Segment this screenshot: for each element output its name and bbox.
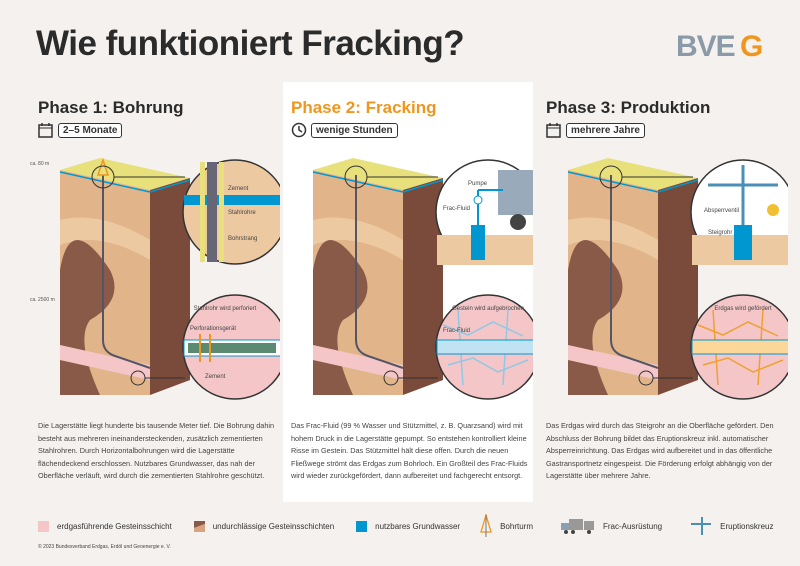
- phase-description: Das Frac-Fluid (99 % Wasser und Stützmit…: [291, 421, 528, 481]
- gas-flow-detail-circle: Erdgas wird gefördert: [690, 294, 788, 400]
- bveg-logo: BVE G: [676, 30, 763, 60]
- duration-label: 2–5 Monate: [58, 122, 123, 138]
- page-title: Wie funktioniert Fracking?: [36, 24, 465, 63]
- fracture-detail-circle: Gestein wird aufgebrochen Frac-Fluid: [435, 294, 533, 400]
- duration-badge: wenige Stunden: [291, 122, 398, 138]
- casing-detail-circle: Zement Stahlrohre Bohrstrang: [182, 159, 280, 265]
- phase-title: Phase 3: Produktion: [546, 98, 711, 117]
- svg-text:Pumpe: Pumpe: [468, 181, 488, 187]
- wellhead-cross-icon: [691, 517, 712, 535]
- duration-label: wenige Stunden: [311, 122, 398, 138]
- phase-2-panel: Phase 2: Fracking wenige Stunden Pumpe F…: [283, 82, 533, 502]
- svg-text:G: G: [740, 30, 763, 60]
- svg-text:Gestein wird aufgebrochen: Gestein wird aufgebrochen: [452, 306, 524, 312]
- phase-1-panel: Phase 1: Bohrung 2–5 Monate ca. 80 m ca.…: [30, 82, 280, 502]
- phase-title: Phase 2: Fracking: [291, 98, 437, 117]
- perforation-detail-circle: Stahlrohr wird perforiert Perforationsge…: [182, 294, 280, 400]
- svg-text:Frac-Fluid: Frac-Fluid: [443, 328, 470, 334]
- phase-description: Die Lagerstätte liegt hunderte bis tause…: [38, 421, 275, 481]
- production-diagram: Absperrventil Steigrohr Erdgas wird gefö…: [567, 157, 788, 400]
- legend-item-gas-layer: erdgasführende Gesteinsschicht: [38, 520, 172, 532]
- drilling-diagram: ca. 80 m ca. 2500 m Zement Stahlrohre Bo…: [30, 157, 280, 400]
- svg-text:BVE: BVE: [676, 30, 735, 60]
- duration-label: mehrere Jahre: [566, 122, 645, 138]
- legend: erdgasführende Gesteinsschicht undurchlä…: [38, 514, 773, 538]
- svg-text:Erdgas wird gefördert: Erdgas wird gefördert: [714, 306, 772, 312]
- legend-item-wellhead-cross: Eruptionskreuz: [690, 516, 773, 536]
- fracking-diagram: Pumpe Frac-Fluid Gestein wird aufgebroch…: [312, 157, 533, 400]
- duration-badge: 2–5 Monate: [38, 122, 123, 138]
- svg-text:Zement: Zement: [205, 374, 226, 380]
- truck-icon: [498, 170, 533, 215]
- legend-item-derrick: Bohrturm: [480, 514, 533, 538]
- legend-item-frac-equipment: Frac-Ausrüstung: [560, 517, 662, 535]
- calendar-icon: [38, 123, 53, 138]
- svg-text:Bohrstrang: Bohrstrang: [228, 236, 257, 242]
- wellhead-detail-circle: Absperrventil Steigrohr: [690, 159, 788, 265]
- svg-text:Stahlrohr wird perforiert: Stahlrohr wird perforiert: [194, 306, 257, 312]
- derrick-icon: [480, 514, 492, 537]
- copyright: © 2023 Bundesverband Erdgas, Erdöl und G…: [38, 544, 171, 550]
- svg-text:ca. 80 m: ca. 80 m: [30, 161, 49, 167]
- truck-icon: [560, 519, 594, 534]
- phase-description: Das Erdgas wird durch das Steigrohr an d…: [546, 421, 774, 481]
- svg-text:ca. 2500 m: ca. 2500 m: [30, 297, 55, 303]
- pump-detail-circle: Pumpe Frac-Fluid: [435, 159, 533, 265]
- derrick-icon: [96, 157, 110, 176]
- svg-text:Absperrventil: Absperrventil: [704, 208, 739, 214]
- phase-3-panel: Phase 3: Produktion mehrere Jahre Absper…: [538, 82, 788, 502]
- svg-text:Stahlrohre: Stahlrohre: [228, 210, 256, 216]
- phase-title: Phase 1: Bohrung: [38, 98, 184, 117]
- svg-text:Frac-Fluid: Frac-Fluid: [443, 206, 470, 212]
- svg-text:Zement: Zement: [228, 186, 249, 192]
- svg-text:Steigrohr: Steigrohr: [708, 230, 732, 236]
- clock-icon: [291, 122, 307, 138]
- calendar-icon: [546, 123, 561, 138]
- duration-badge: mehrere Jahre: [546, 122, 645, 138]
- svg-text:Perforationsgerät: Perforationsgerät: [190, 326, 236, 332]
- legend-item-impermeable: undurchlässige Gesteinsschichten: [193, 520, 334, 532]
- legend-item-groundwater: nutzbares Grundwasser: [356, 520, 460, 532]
